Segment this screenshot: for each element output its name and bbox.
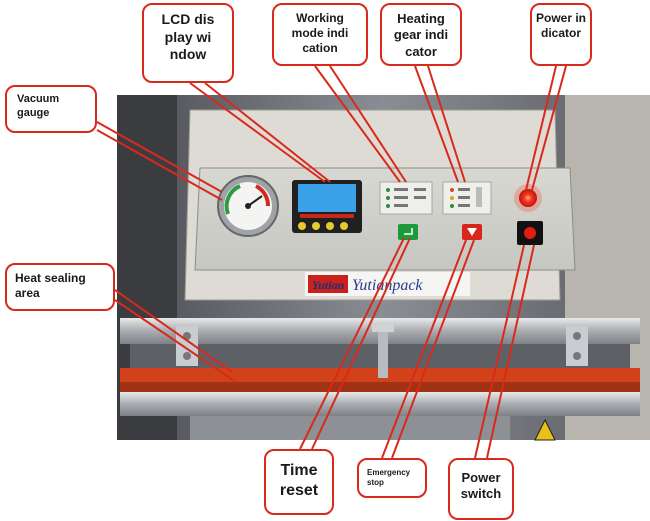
vacuum-gauge	[217, 175, 279, 237]
leader-lines	[96, 65, 567, 459]
leader-heating-gear	[414, 65, 466, 183]
callout-power-switch: Power switch	[448, 458, 514, 520]
leader-time-reset	[299, 237, 411, 450]
leader-working-mode	[314, 65, 407, 183]
warning-sign	[534, 418, 556, 441]
callout-heating-gear: Heating gear indi cator	[380, 3, 462, 66]
callout-vacuum-gauge: Vacuum gauge	[5, 85, 97, 133]
brand-plate: Yutian Yutianpack	[305, 272, 470, 296]
leader-heat-sealing	[114, 289, 237, 383]
callout-heat-sealing-area: Heat sealing area	[5, 263, 115, 311]
leader-power-switch	[474, 244, 535, 459]
callout-time-reset: Time reset	[264, 449, 334, 515]
time-reset-button	[398, 224, 418, 240]
callout-working-mode: Working mode indi cation	[272, 3, 368, 66]
lower-cabinet	[190, 416, 510, 440]
callout-lcd-display: LCD dis play wi ndow	[142, 3, 234, 83]
leader-lcd	[189, 82, 331, 183]
svg-text:Yutian: Yutian	[312, 278, 345, 292]
leader-emergency-stop	[381, 239, 475, 459]
right-bracket	[566, 326, 588, 366]
heating-gear-indicator	[442, 181, 492, 215]
callout-power-indicator: Power in dicator	[530, 3, 592, 66]
lcd-display-module	[292, 180, 362, 233]
emergency-stop-button	[462, 224, 482, 240]
leader-vacuum-gauge	[96, 121, 223, 201]
lcd-screen	[298, 184, 356, 212]
leader-power-indicator	[525, 65, 567, 191]
callout-emergency-stop: Emergency stop	[357, 458, 427, 498]
working-mode-indicator	[379, 181, 433, 215]
power-switch-button	[517, 221, 543, 245]
center-bolt	[372, 324, 394, 378]
lower-seal-rail	[120, 392, 640, 416]
power-indicator-lamp	[519, 189, 537, 207]
